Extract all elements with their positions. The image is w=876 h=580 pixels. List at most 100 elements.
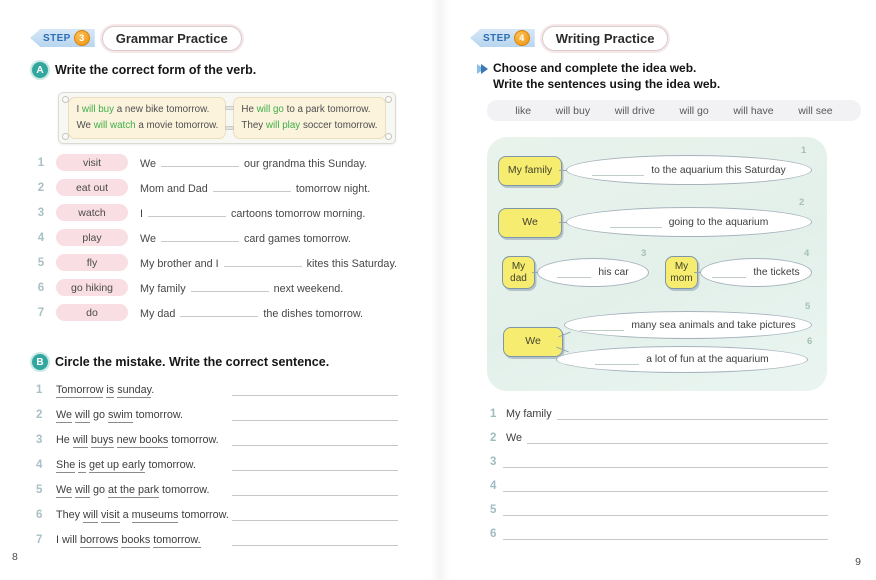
sentence-segment: He [56,433,73,446]
word-bank-item: will go [679,104,709,117]
sentence-segment: get up early [89,458,146,473]
sentence-segment: . [151,383,155,396]
answer-line[interactable] [232,458,398,471]
sentence-suffix: a movie tomorrow. [135,120,219,131]
answer-line[interactable] [232,433,398,446]
item-number: 2 [37,181,45,194]
write-line[interactable] [503,525,828,540]
idea-bubble: to the aquarium this Saturday [566,155,812,185]
bubble-text: the tickets [753,267,800,278]
answer-line[interactable] [232,508,398,521]
example-sentence: They will play soccer tomorrow. [241,118,377,134]
connector-line [532,272,540,274]
item-number: 3 [36,433,43,446]
sentence-segment: at the park [108,483,160,498]
answer-blank[interactable] [223,255,302,267]
answer-line[interactable] [232,383,398,396]
sentence-prefix: They [241,120,266,131]
idea-bubble: the tickets [700,258,812,287]
bubble-text: going to the aquarium [668,216,769,228]
page-title: Grammar Practice [101,25,242,51]
step-number-coin: 4 [513,30,530,46]
bubble-blank[interactable] [557,267,592,278]
item-number: 5 [36,483,43,496]
answer-blank[interactable] [161,230,240,242]
write-line-row: 5 [490,494,828,518]
answer-blank[interactable] [161,155,240,167]
item-number: 5 [37,256,45,269]
answer-blank[interactable] [190,280,269,292]
sentence-segment: will [75,483,91,498]
mistake-sentence: I will borrows books tomorrow. [56,533,201,548]
verb-highlight: will go [256,104,284,116]
bubble-blank[interactable] [712,267,747,278]
write-line[interactable] [527,429,828,444]
sentence-segment: sunday [117,383,152,398]
write-line-row: 6 [490,518,828,542]
bubble-blank[interactable] [592,165,645,176]
verb-highlight: will watch [93,120,136,131]
section-b-heading: B Circle the mistake. Write the correct … [32,354,329,370]
sentence-prefix: I [140,208,143,220]
step-label: STEP [483,32,511,44]
sentence-suffix: a new bike tomorrow. [114,104,210,116]
mistake-sentence: We will go at the park tomorrow. [56,483,209,498]
write-line[interactable] [503,453,828,468]
board-clip [225,106,234,130]
answer-blank[interactable] [148,205,226,217]
sentence-segment: borrows [80,533,119,548]
write-line-number: 4 [490,480,497,492]
write-line[interactable] [556,405,828,420]
answer-blank[interactable] [212,180,291,192]
example-sentence: He will go to a park tomorrow. [241,102,377,118]
section-a-badge: A [32,62,48,78]
write-line[interactable] [503,477,828,492]
bubble-text: his car [598,267,629,278]
sentence-suffix: cartoons tomorrow morning. [231,208,366,220]
sentence-segment: new books [116,433,169,448]
bubble-blank[interactable] [609,217,662,228]
page-title: Writing Practice [541,25,669,51]
write-line[interactable] [503,501,828,516]
write-line-number: 2 [490,432,497,444]
write-line-number: 1 [490,408,497,420]
example-sentence: I will buy a new bike tomorrow. [76,102,218,118]
mistake-item-row: 5 We will go at the park tomorrow. [36,477,398,502]
bubble-blank[interactable] [580,320,625,331]
example-board: I will buy a new bike tomorrow. We will w… [58,92,396,144]
sentence-segment: tomorrow. [145,458,196,471]
sentence-prefix: We [76,120,94,131]
bubble-number: 4 [804,248,810,259]
answer-line[interactable] [232,483,398,496]
write-line-row: 4 [490,470,828,494]
step-badge: STEP 4 [470,29,535,47]
verb-pill: watch [56,204,128,221]
sentence-suffix: to a park tomorrow. [283,104,371,116]
verb-pill: visit [56,154,128,171]
double-arrow-icon [477,64,488,93]
instruction-line: Choose and complete the idea web. [493,61,697,75]
corner-screw [62,133,69,140]
sentence-segment: We [56,483,73,498]
corner-screw [62,96,69,103]
write-line-number: 5 [490,504,497,516]
idea-bubble: his car [537,258,649,287]
bubble-blank[interactable] [595,354,640,365]
verb-pill: eat out [56,179,128,196]
sentence-segment: books [121,533,151,548]
word-bank-item: will see [798,104,833,117]
answer-blank[interactable] [180,305,259,317]
answer-line[interactable] [232,408,398,421]
answer-line[interactable] [232,533,398,546]
sentence-segment: is [106,383,115,398]
